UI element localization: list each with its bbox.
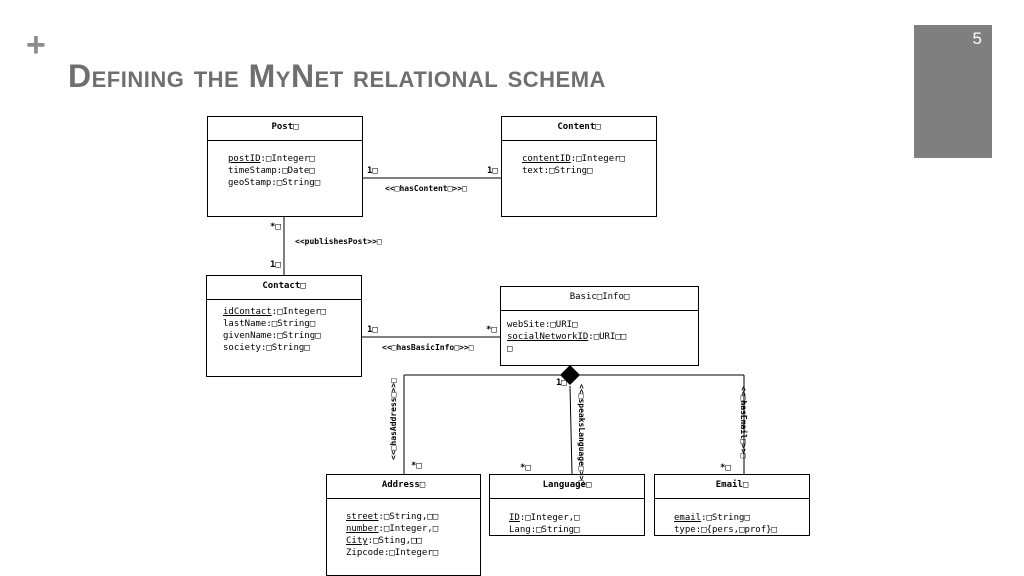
mult-contact-basic-left: 1□ bbox=[367, 325, 378, 335]
relation-hasaddress: <<□hasAddress□>>□ bbox=[389, 378, 398, 460]
page-number: 5 bbox=[972, 29, 982, 48]
composition-diamond bbox=[560, 365, 580, 385]
entity-email-name: Email□ bbox=[655, 475, 809, 499]
entity-address: Address□ street:□String,□□ number:□Integ… bbox=[326, 474, 481, 576]
page-number-box: 5 bbox=[914, 25, 992, 158]
entity-post-name: Post□ bbox=[208, 117, 362, 141]
attr-row: idContact:□Integer□ bbox=[223, 307, 326, 317]
attr-row: City:□Sting,□□ bbox=[346, 536, 422, 546]
mult-address: *□ bbox=[411, 461, 422, 471]
entity-language-name: Language□ bbox=[490, 475, 644, 499]
entity-basicinfo-name: Basic□Info□ bbox=[501, 287, 698, 311]
relation-speakslanguage: <<□speaksLanguage□>>□ bbox=[577, 384, 586, 486]
attr-row: ID:□Integer,□ bbox=[509, 513, 580, 523]
attr-row: □ bbox=[507, 344, 513, 354]
attr-row: contentID:□Integer□ bbox=[522, 154, 625, 164]
attr-row: society:□String□ bbox=[223, 343, 310, 353]
entity-email: Email□ email:□String□ type:□{pers,□prof}… bbox=[654, 474, 810, 536]
entity-post: Post□ postID:□Integer□ timeStamp:□Date□ … bbox=[207, 116, 363, 217]
slide-title: Defining the MyNet relational schema bbox=[68, 58, 606, 94]
mult-post-content-right: 1□ bbox=[487, 166, 498, 176]
attr-row: geoStamp:□String□ bbox=[228, 178, 321, 188]
mult-post-content-left: 1□ bbox=[367, 166, 378, 176]
mult-post-contact-bottom: 1□ bbox=[270, 260, 281, 270]
attr-row: type:□{pers,□prof}□ bbox=[674, 525, 777, 535]
attr-row: timeStamp:□Date□ bbox=[228, 166, 315, 176]
relation-hascontent: <<□hasContent□>>□ bbox=[385, 184, 467, 193]
entity-contact-name: Contact□ bbox=[207, 276, 361, 300]
relation-publishespost: <<publishesPost>>□ bbox=[295, 237, 382, 246]
attr-row: Lang:□String□ bbox=[509, 525, 580, 535]
line-comp-language bbox=[569, 385, 573, 475]
entity-content: Content□ contentID:□Integer□ text:□Strin… bbox=[501, 116, 657, 217]
attr-row: text:□String□ bbox=[522, 166, 593, 176]
mult-post-contact-top: *□ bbox=[270, 222, 281, 232]
relation-hasemail: <<□hasEmail□>>□ bbox=[739, 386, 748, 459]
attr-row: street:□String,□□ bbox=[346, 512, 439, 522]
entity-content-name: Content□ bbox=[502, 117, 656, 141]
attr-row: Zipcode:□Integer□ bbox=[346, 548, 439, 558]
entity-basicinfo: Basic□Info□ webSite:□URI□ socialNetworkI… bbox=[500, 286, 699, 366]
plus-bullet: + bbox=[26, 26, 46, 64]
attr-row: number:□Integer,□ bbox=[346, 524, 439, 534]
relation-hasbasicinfo: <<□hasBasicInfo□>>□ bbox=[382, 343, 474, 352]
mult-composition: 1□ bbox=[556, 378, 567, 388]
attr-row: webSite:□URI□ bbox=[507, 320, 578, 330]
entity-language: Language□ ID:□Integer,□ Lang:□String□ bbox=[489, 474, 645, 536]
mult-language: *□ bbox=[520, 463, 531, 473]
attr-row: givenName:□String□ bbox=[223, 331, 321, 341]
entity-contact: Contact□ idContact:□Integer□ lastName:□S… bbox=[206, 275, 362, 377]
mult-contact-basic-right: *□ bbox=[486, 325, 497, 335]
attr-row: postID:□Integer□ bbox=[228, 154, 315, 164]
attr-row: lastName:□String□ bbox=[223, 319, 316, 329]
mult-email: *□ bbox=[720, 463, 731, 473]
entity-address-name: Address□ bbox=[327, 475, 480, 499]
attr-row: email:□String□ bbox=[674, 513, 750, 523]
attr-row: socialNetworkID:□URI□□ bbox=[507, 332, 627, 342]
